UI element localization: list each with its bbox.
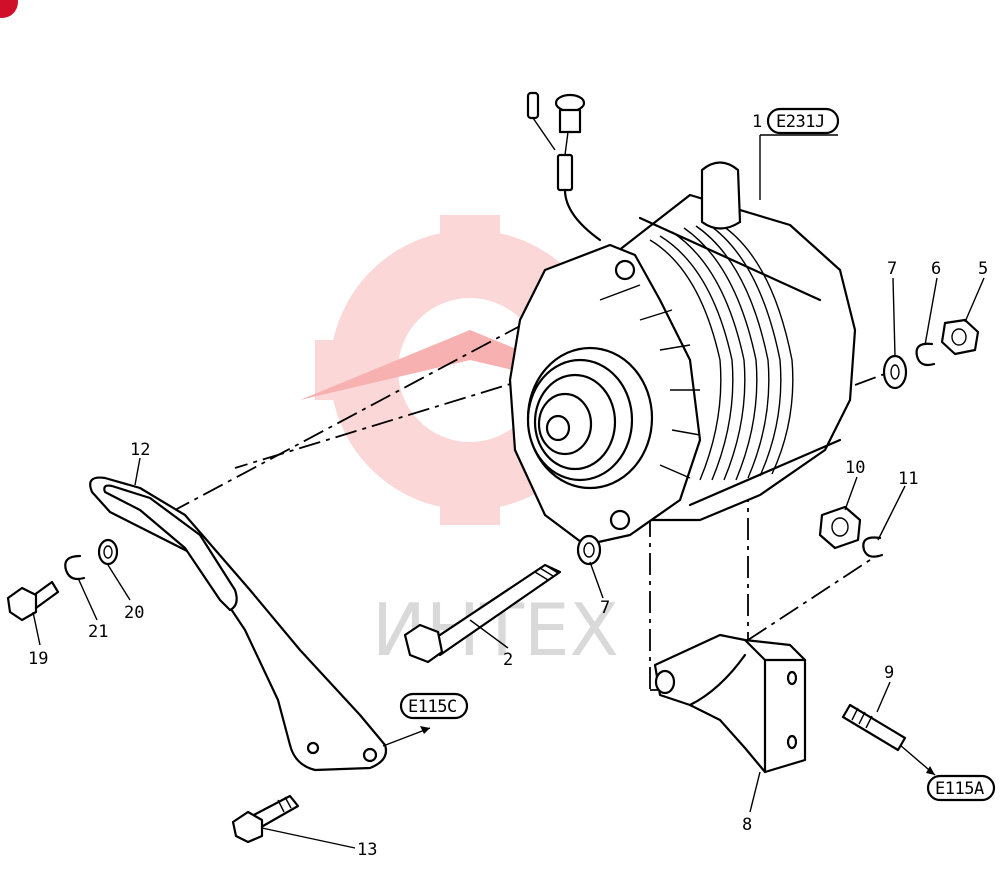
callout-numbers: 1 2 5 6 7 7 8 9 10 11 12 13 19 20 21 bbox=[28, 112, 988, 860]
ref-box-e115c: E115C bbox=[399, 692, 469, 720]
callout-1: 1 bbox=[752, 112, 762, 132]
washer-7-upper bbox=[882, 354, 908, 390]
leader-lines bbox=[32, 134, 985, 849]
callout-12: 12 bbox=[130, 440, 150, 460]
nut-10 bbox=[818, 505, 862, 550]
alternator bbox=[508, 161, 857, 547]
callout-10: 10 bbox=[845, 458, 865, 478]
lock-washer-6 bbox=[915, 342, 936, 367]
callout-7a: 7 bbox=[887, 259, 897, 279]
nut-5 bbox=[940, 318, 980, 356]
callout-19: 19 bbox=[28, 649, 48, 669]
callout-8: 8 bbox=[742, 815, 752, 835]
mounting-bracket bbox=[653, 633, 807, 774]
svg-text:E115A: E115A bbox=[935, 779, 984, 799]
washer-20 bbox=[97, 538, 119, 566]
stud-9 bbox=[841, 703, 907, 752]
wire-lead bbox=[526, 91, 602, 242]
bolt-13 bbox=[231, 794, 300, 844]
lock-washer-21 bbox=[64, 554, 86, 581]
long-bolt bbox=[403, 563, 562, 664]
callout-11: 11 bbox=[898, 469, 918, 489]
lock-washer-11 bbox=[862, 536, 884, 558]
adjusting-arm bbox=[89, 476, 388, 772]
bolt-threads bbox=[534, 564, 559, 581]
bolt-19 bbox=[6, 580, 60, 622]
svg-text:E115C: E115C bbox=[408, 697, 457, 717]
callout-5: 5 bbox=[978, 259, 988, 279]
ref-box-e115a: E115A bbox=[926, 774, 996, 802]
corner-badge bbox=[0, 0, 18, 18]
callout-20: 20 bbox=[124, 603, 144, 623]
callout-21: 21 bbox=[88, 622, 108, 642]
callout-2: 2 bbox=[503, 650, 513, 670]
stator-windings bbox=[649, 223, 794, 481]
ref-box-e231j: E231J bbox=[766, 107, 840, 135]
svg-text:E231J: E231J bbox=[776, 112, 825, 132]
callout-7b: 7 bbox=[600, 598, 610, 618]
callout-6: 6 bbox=[931, 259, 941, 279]
alternator-pulley bbox=[526, 346, 654, 490]
callout-13: 13 bbox=[357, 840, 377, 860]
fan-vanes bbox=[599, 284, 701, 479]
callout-9: 9 bbox=[884, 663, 894, 683]
